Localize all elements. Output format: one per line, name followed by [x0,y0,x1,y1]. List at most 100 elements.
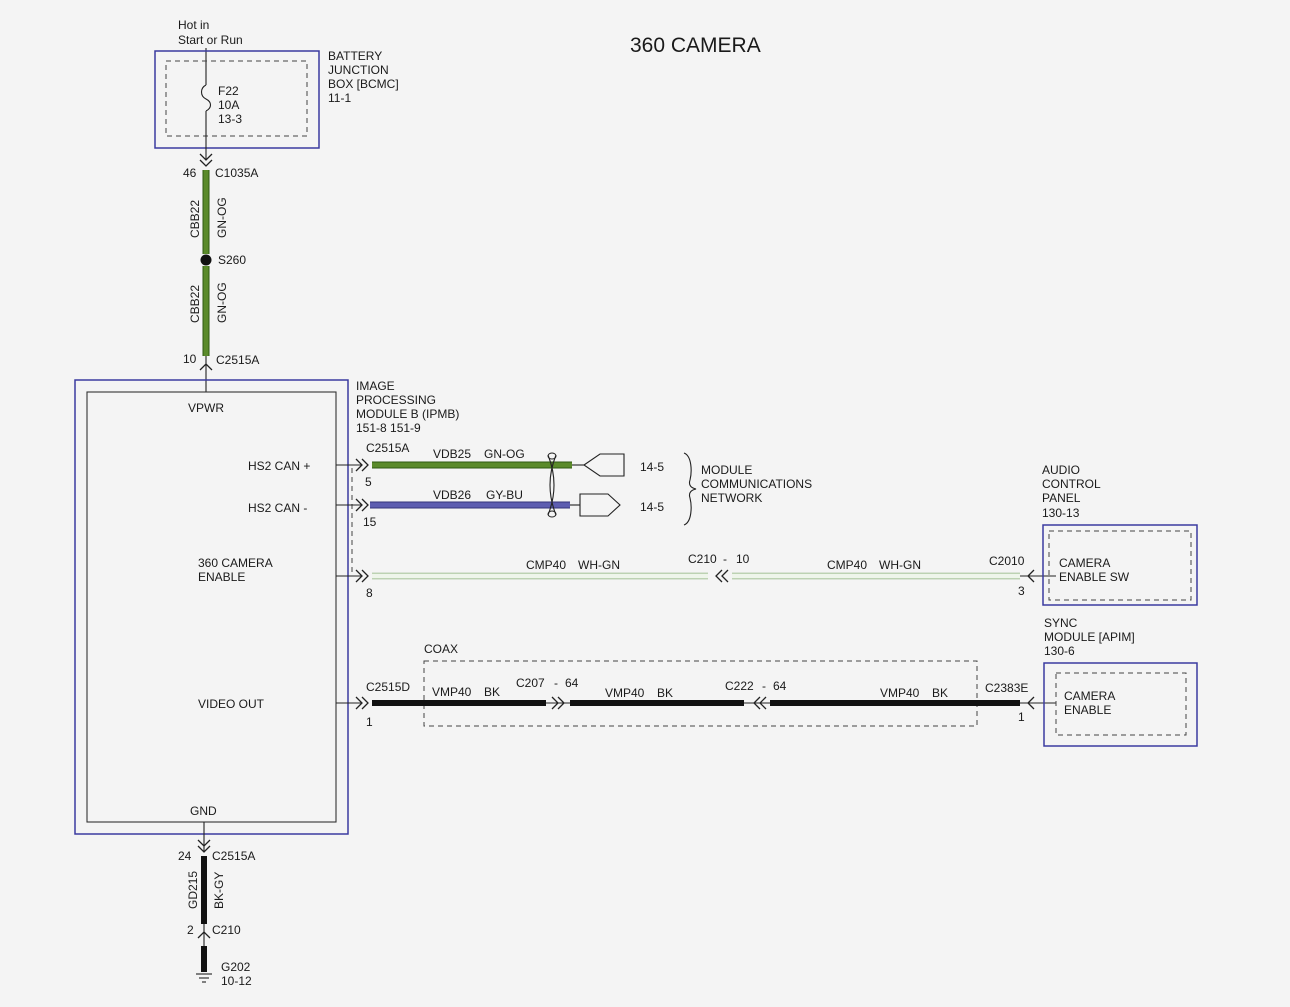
bjb-title-2: JUNCTION [328,63,389,77]
c2515d-connector-icon [355,696,369,710]
network-label-2: COMMUNICATIONS [701,477,812,491]
fuse-rating: 10A [218,98,239,112]
ipmb-title-4: 151-8 151-9 [356,421,421,435]
ipmb-module-inner [86,391,337,823]
gnd-c2515a-connector-icon [197,839,211,853]
gnd-c210-label: C210 [212,923,241,937]
power-source-label: Hot in [178,18,209,32]
can-connector-label: C2515A [366,441,409,455]
can-minus-offpage-arrow-icon [579,493,621,517]
ipmb-title-2: PROCESSING [356,393,436,407]
gd215-color: BK-GY [212,872,226,909]
can-plus-pin: 5 [365,475,372,489]
c222-label: C222 [725,679,754,693]
c210-inline-dash: - [723,552,727,566]
network-label-3: NETWORK [701,491,762,505]
cmp40-right-color: WH-GN [879,558,921,572]
vmp40-seg1-color: BK [484,685,500,699]
network-brace-icon [683,452,697,526]
fuse-f22-icon [200,84,212,112]
bjb-title-4: 11-1 [328,91,351,105]
sync-camera-enable-1: CAMERA [1064,689,1115,703]
ipmb-hs2-can-plus: HS2 CAN + [248,459,310,473]
c2515d-label: C2515D [366,680,410,694]
ipmb-vpwr: VPWR [188,401,224,415]
ipmb-title-1: IMAGE [356,379,395,393]
ipmb-camera-enable-1: 360 CAMERA [198,556,273,570]
acp-title-1: AUDIO [1042,463,1080,477]
splice-label: S260 [218,253,246,267]
hs2-plus-connector-icon [355,458,369,472]
c1035a-pin: 46 [183,166,197,180]
vmp40-seg3-color: BK [932,686,948,700]
can-plus-offpage-arrow-icon [583,453,625,477]
can-plus-ref: 14-5 [640,460,664,474]
cmp40-left-circuit: CMP40 [526,558,566,572]
twisted-pair-icon [547,454,557,516]
vmp40-seg2-color: BK [657,686,673,700]
vdb26-circuit: VDB26 [433,488,471,502]
network-label-1: MODULE [701,463,752,477]
bjb-title-1: BATTERY [328,49,382,63]
c210-inline-label: C210 [688,552,717,566]
bjb-title-3: BOX [BCMC] [328,77,399,91]
ipmb-camera-enable-2: ENABLE [198,570,245,584]
c1035a-connector-icon [199,153,213,167]
c1035a-label: C1035A [215,166,258,180]
sync-title-1: SYNC [1044,616,1078,630]
can-minus-ref: 14-5 [640,500,664,514]
cmp40-left-color: WH-GN [578,558,620,572]
vdb26-color: GY-BU [486,488,523,502]
coax-label: COAX [424,642,458,656]
c210-inline-connector-icon [715,569,729,583]
camera-enable-sw-2: ENABLE SW [1059,570,1130,584]
ground-id: G202 [221,960,251,974]
c2515d-pin: 1 [366,715,373,729]
gnd-c210-pin: 2 [187,923,194,937]
splice-s260 [200,254,212,266]
c2383e-label: C2383E [985,681,1028,695]
cbb22-upper-color: GN-OG [215,197,229,238]
c207-dash: - [554,676,558,690]
hs2-minus-connector-icon [355,498,369,512]
vdb25-circuit: VDB25 [433,447,471,461]
c2515a-top-pin: 10 [183,352,197,366]
cbb22-lower-circuit: CBB22 [188,285,202,323]
sync-camera-enable-2: ENABLE [1064,703,1111,717]
ipmb-module-outer [74,379,349,835]
cbb22-upper-circuit: CBB22 [188,200,202,238]
ipmb-video-out: VIDEO OUT [198,697,265,711]
c2010-pin: 3 [1018,584,1025,598]
sync-module-inner [1055,672,1187,736]
twisted-pair-top-loop [547,452,557,460]
ipmb-hs2-can-minus: HS2 CAN - [248,501,307,515]
ipmb-gnd: GND [190,804,217,818]
acp-title-3: PANEL [1042,491,1081,505]
enable-connector-icon [355,569,369,583]
twisted-pair-bottom-loop [547,510,557,518]
c222-pin: 64 [773,679,787,693]
sync-title-3: 130-6 [1044,644,1075,658]
c207-label: C207 [516,676,545,690]
gd215-circuit: GD215 [186,871,200,909]
sync-title-2: MODULE [APIM] [1044,630,1135,644]
c222-dash: - [762,679,766,693]
c207-pin: 64 [565,676,579,690]
c2383e-pin: 1 [1018,710,1025,724]
sync-module-box [1043,662,1198,747]
vmp40-seg1-circuit: VMP40 [432,685,472,699]
c2010-label: C2010 [989,554,1025,568]
c2515a-top-label: C2515A [216,353,259,367]
camera-enable-sw-1: CAMERA [1059,556,1110,570]
ground-ref: 10-12 [221,974,252,988]
gnd-c2515a-pin: 24 [178,849,192,863]
can-minus-pin: 15 [363,515,377,529]
c210-inline-pin: 10 [736,552,750,566]
fuse-ref: 13-3 [218,112,242,126]
acp-title-2: CONTROL [1042,477,1101,491]
gnd-c2515a-label: C2515A [212,849,255,863]
cmp40-right-circuit: CMP40 [827,558,867,572]
fuse-id: F22 [218,84,239,98]
battery-junction-box [154,50,320,149]
enable-pin-left: 8 [366,586,373,600]
